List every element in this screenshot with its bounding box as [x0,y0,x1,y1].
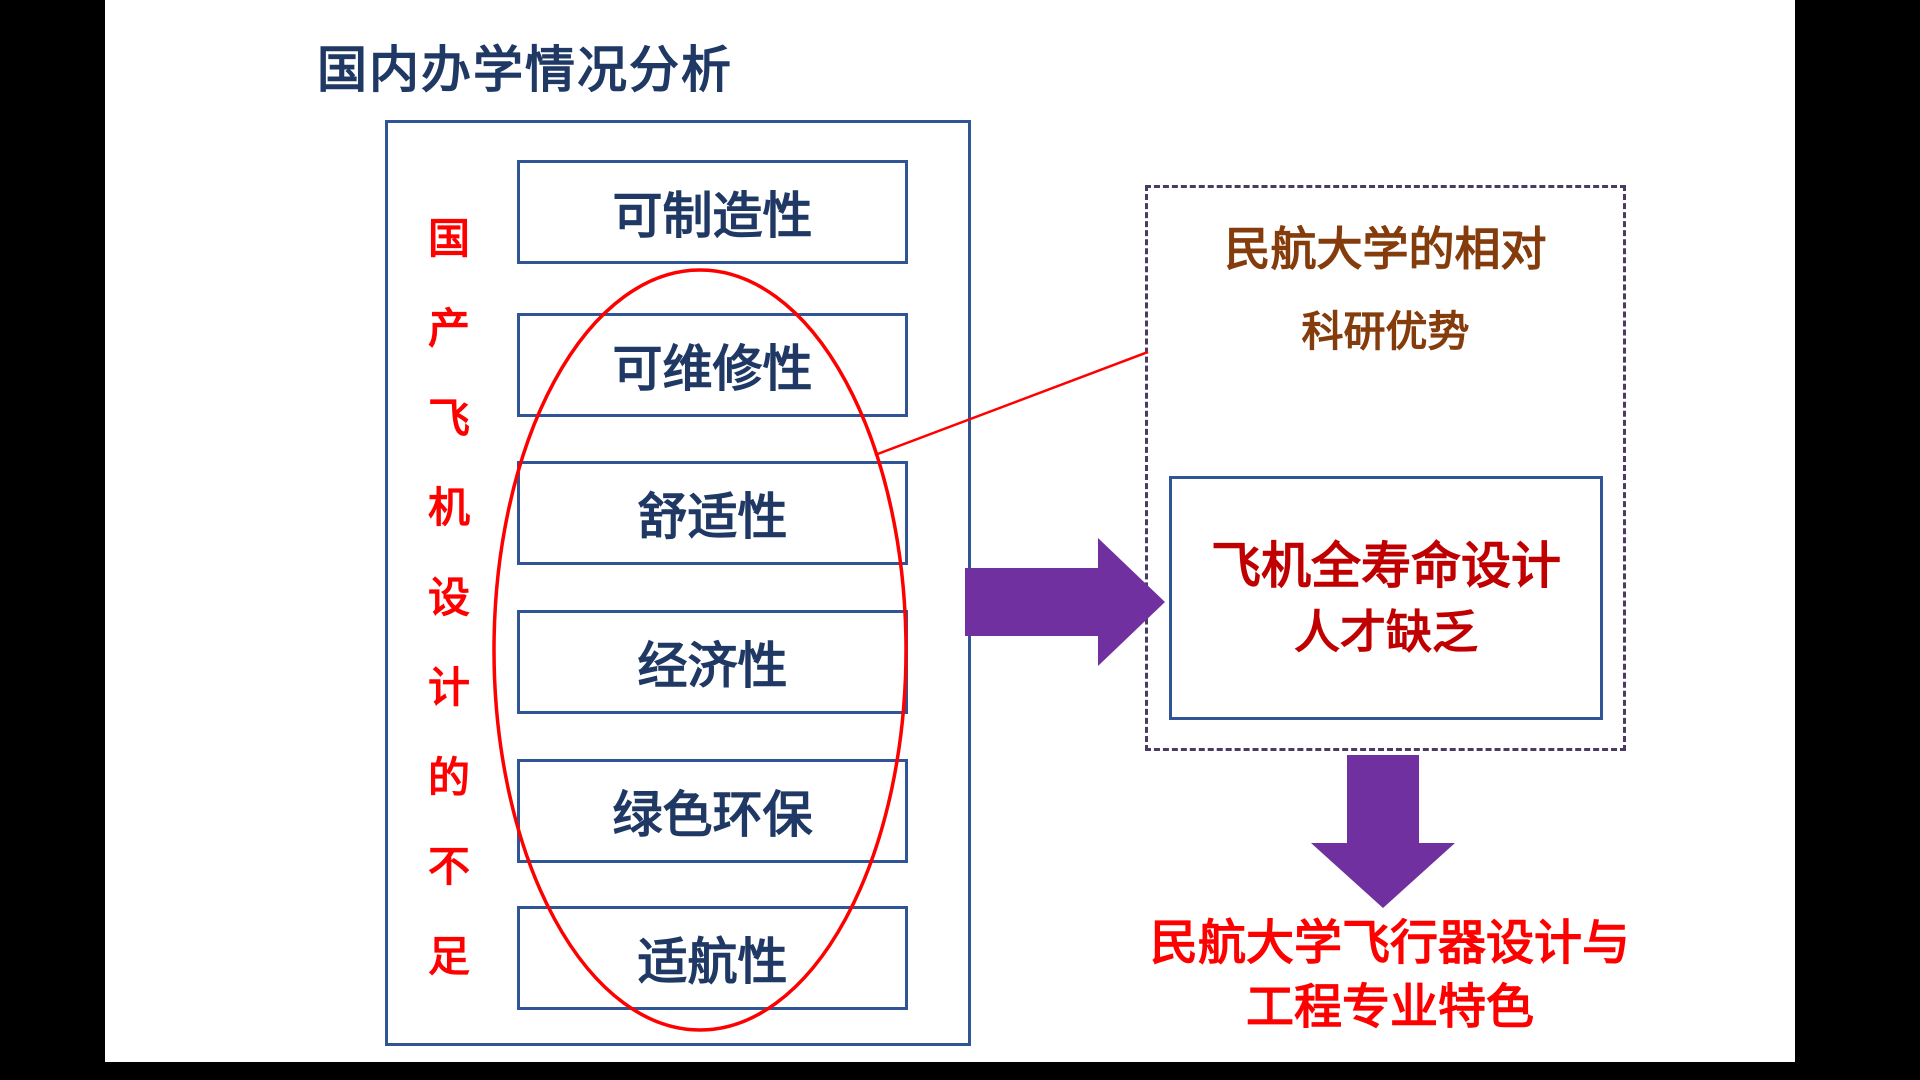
box-maintainability: 可维修性 [517,313,908,417]
vertical-label-char: 产 [427,304,470,352]
vertical-label-char: 国 [427,215,470,262]
vertical-label-char: 足 [427,933,470,980]
vertical-label-char: 设 [427,574,470,621]
right-block-arrow [965,538,1165,666]
bottom-feature-line2: 工程专业特色 [1245,981,1534,1034]
advantage-title-line2: 科研优势 [1301,308,1470,355]
page-title: 国内办学情况分析 [317,42,733,98]
box-comfort: 舒适性 [517,461,908,565]
box-economy: 经济性 [517,610,908,714]
bottom-feature-text: 民航大学飞行器设计与 工程专业特色 [1095,912,1685,1040]
vertical-label-char: 不 [427,843,470,891]
advantage-title-line1: 民航大学的相对 [1224,223,1547,275]
box-green-environment-label: 绿色环保 [612,787,813,843]
down-block-arrow [1311,755,1455,908]
slide-stage: 国内办学情况分析 国 产 飞 机 设 计 的 不 足 可制造性 可维修性 舒适性… [105,0,1795,1062]
box-maintainability-label: 可维修性 [612,341,813,397]
vertical-label-char: 计 [427,663,470,711]
shortage-line2: 人才缺乏 [1294,606,1478,658]
advantage-dashed-box: 民航大学的相对 科研优势 飞机全寿命设计 人才缺乏 [1145,185,1626,751]
shortage-box: 飞机全寿命设计 人才缺乏 [1169,476,1603,720]
box-economy-label: 经济性 [637,638,788,694]
vertical-label-char: 的 [427,753,470,801]
bottom-feature-line1: 民航大学飞行器设计与 [1149,917,1630,970]
vertical-label: 国 产 飞 机 设 计 的 不 足 [423,218,475,978]
box-airworthiness-label: 适航性 [637,934,788,990]
box-manufacturability: 可制造性 [517,160,908,264]
box-airworthiness: 适航性 [517,906,908,1010]
shortage-line1: 飞机全寿命设计 [1211,538,1561,594]
vertical-label-char: 飞 [427,394,470,442]
box-green-environment: 绿色环保 [517,759,908,863]
box-comfort-label: 舒适性 [637,489,788,545]
box-manufacturability-label: 可制造性 [612,188,813,244]
vertical-label-char: 机 [427,484,470,532]
